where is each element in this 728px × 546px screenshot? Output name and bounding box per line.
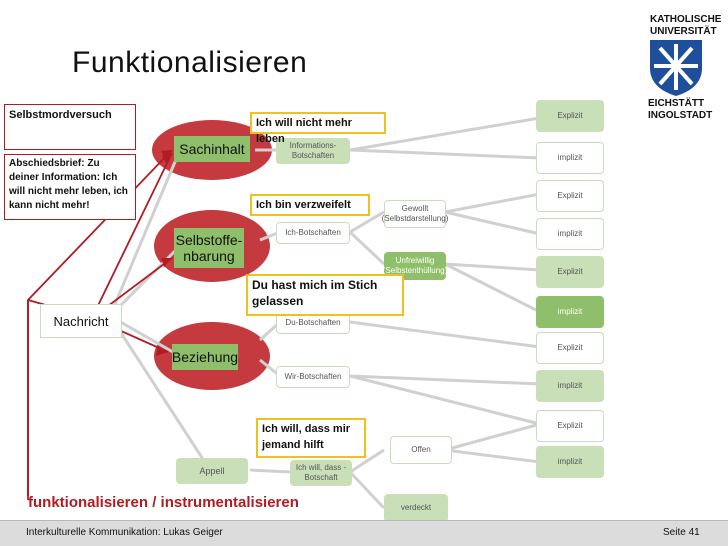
info-label: Informations- Botschaften bbox=[289, 141, 337, 160]
slide-title: Funktionalisieren bbox=[72, 46, 308, 79]
leaf-6: implizit bbox=[536, 296, 604, 328]
node-selbstoffenbarung: Selbstoffe- nbarung bbox=[174, 228, 244, 268]
du-label: Du-Botschaften bbox=[285, 318, 341, 327]
leaf-10-label: implizit bbox=[557, 457, 583, 466]
verdeckt-label: verdeckt bbox=[400, 503, 432, 512]
leaf-1-label: Explizit bbox=[557, 111, 583, 120]
footer-page-number: Seite 41 bbox=[663, 527, 700, 538]
gewollt-label: Gewollt (Selbstdarstellung) bbox=[381, 204, 449, 223]
callout-stich-gelassen: Du hast mich im Stich gelassen bbox=[246, 274, 404, 316]
leaf-9: Explizit bbox=[536, 410, 604, 442]
university-logo: KATHOLISCHE UNIVERSITÄT EICHSTÄTT INGOLS… bbox=[628, 6, 724, 122]
ich-label: Ich-Botschaften bbox=[285, 228, 341, 237]
selbstmordversuch-label: Selbstmordversuch bbox=[9, 109, 112, 121]
leaf-8-label: implizit bbox=[557, 381, 583, 390]
node-ich-botschaften: Ich-Botschaften bbox=[276, 222, 350, 244]
leaf-4: implizit bbox=[536, 218, 604, 250]
node-verdeckt: verdeckt bbox=[384, 494, 448, 522]
callout-1-label: Ich will nicht mehr leben bbox=[256, 117, 352, 145]
logo-text-bottom: EICHSTÄTT INGOLSTADT bbox=[648, 98, 712, 122]
appell-label: Appell bbox=[199, 466, 225, 476]
node-ich-will-botschaft: Ich will, dass - Botschaft bbox=[290, 460, 352, 486]
callout-verzweifelt: Ich bin verzweifelt bbox=[250, 194, 370, 216]
logo-line-3: EICHSTÄTT bbox=[648, 98, 705, 109]
leaf-7: Explizit bbox=[536, 332, 604, 364]
logo-line-2: UNIVERSITÄT bbox=[650, 26, 717, 37]
selbstoffenbarung-label: Selbstoffe- nbarung bbox=[175, 232, 243, 264]
footer-bar bbox=[0, 520, 728, 546]
node-offen: Offen bbox=[390, 436, 452, 464]
footer-left-text: Interkulturelle Kommunikation: Lukas Gei… bbox=[26, 527, 223, 538]
leaf-5: Explizit bbox=[536, 256, 604, 288]
logo-line-1: KATHOLISCHE bbox=[650, 14, 722, 25]
leaf-2: implizit bbox=[536, 142, 604, 174]
unfreiwillig-label: Unfreiwillig (Selbstenthüllung) bbox=[382, 256, 448, 275]
beziehung-label: Beziehung bbox=[171, 349, 239, 365]
logo-line-4: INGOLSTADT bbox=[648, 110, 713, 121]
leaf-5-label: Explizit bbox=[557, 267, 583, 276]
callout-jemand-hilft: Ich will, dass mir jemand hilft bbox=[256, 418, 366, 458]
leaf-7-label: Explizit bbox=[557, 343, 583, 352]
sachinhalt-label: Sachinhalt bbox=[179, 141, 245, 157]
leaf-3-label: Explizit bbox=[557, 191, 583, 200]
node-appell: Appell bbox=[176, 458, 248, 484]
leaf-10: implizit bbox=[536, 446, 604, 478]
node-gewollt: Gewollt (Selbstdarstellung) bbox=[381, 200, 449, 228]
selbstmordversuch-box: Selbstmordversuch bbox=[4, 104, 136, 150]
node-wir-botschaften: Wir-Botschaften bbox=[276, 366, 350, 388]
ichwill-label: Ich will, dass - Botschaft bbox=[295, 463, 347, 482]
leaf-4-label: implizit bbox=[557, 229, 583, 238]
leaf-3: Explizit bbox=[536, 180, 604, 212]
offen-label: Offen bbox=[411, 445, 431, 454]
bottom-caption: funktionalisieren / instrumentalisieren bbox=[28, 494, 299, 511]
root-label: Nachricht bbox=[53, 313, 109, 329]
leaf-9-label: Explizit bbox=[557, 421, 583, 430]
leaf-1: Explizit bbox=[536, 100, 604, 132]
callout-2-label: Ich bin verzweifelt bbox=[256, 199, 351, 211]
logo-shield-icon bbox=[650, 40, 702, 96]
node-info-botschaften: Informations- Botschaften bbox=[276, 138, 350, 164]
logo-text-top: KATHOLISCHE UNIVERSITÄT bbox=[650, 14, 721, 38]
wir-label: Wir-Botschaften bbox=[284, 372, 342, 381]
root-node: Nachricht bbox=[40, 304, 122, 338]
node-beziehung: Beziehung bbox=[172, 344, 238, 370]
leaf-2-label: implizit bbox=[557, 153, 583, 162]
callout-4-label: Ich will, dass mir jemand hilft bbox=[262, 423, 351, 451]
callout-3-label: Du hast mich im Stich gelassen bbox=[252, 278, 378, 308]
leaf-8: implizit bbox=[536, 370, 604, 402]
abschiedsbrief-box: Abschiedsbrief: Zu deiner Information: I… bbox=[4, 154, 136, 220]
node-sachinhalt: Sachinhalt bbox=[174, 136, 250, 162]
leaf-6-label: implizit bbox=[557, 307, 583, 316]
abschiedsbrief-label: Abschiedsbrief: Zu deiner Information: I… bbox=[9, 158, 128, 211]
callout-will-nicht-leben: Ich will nicht mehr leben bbox=[250, 112, 386, 145]
